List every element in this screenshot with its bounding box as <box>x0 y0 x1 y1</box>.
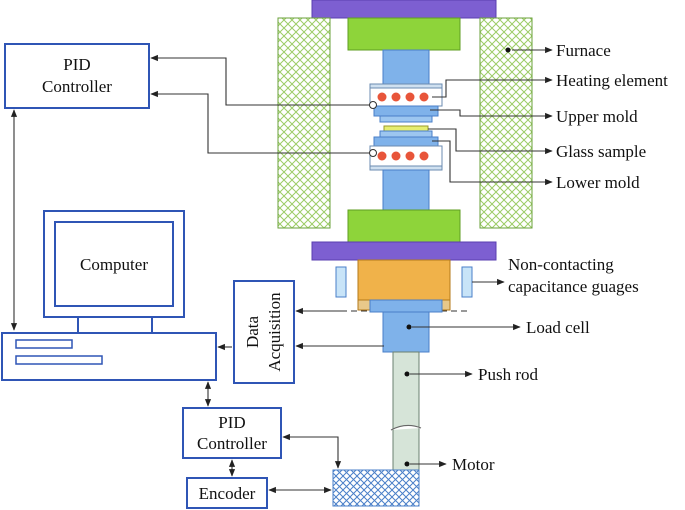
data-acq-line2: Acquisition <box>265 292 284 372</box>
label-glass-sample: Glass sample <box>556 142 646 161</box>
data-acq-line1: Data <box>243 316 262 349</box>
upper-heater-plate <box>369 83 443 89</box>
upper-mold <box>373 105 439 117</box>
label-gauges-line2: capacitance guages <box>508 277 639 296</box>
lower-heater-dot <box>377 151 387 161</box>
label-load-cell: Load cell <box>526 318 590 337</box>
lower-heater-dot <box>405 151 415 161</box>
label-heating-element: Heating element <box>556 71 668 90</box>
label-push-rod: Push rod <box>478 365 538 384</box>
upper-heater-dot <box>419 92 429 102</box>
upper-heater-tap <box>369 101 377 109</box>
pid-controller-top <box>4 43 150 109</box>
drive-slot-1 <box>15 339 73 349</box>
furnace-left <box>277 17 331 229</box>
label-furnace: Furnace <box>556 41 611 60</box>
pid-top-line1: PID <box>63 55 90 74</box>
push-rod-break <box>390 424 422 431</box>
upper-heater-dot <box>377 92 387 102</box>
upper-mold-tip <box>379 115 433 123</box>
label-motor: Motor <box>452 455 495 474</box>
pid-controller-bottom <box>182 407 282 459</box>
furnace-right <box>479 17 533 229</box>
encoder <box>186 477 268 509</box>
motor-marker <box>404 461 410 467</box>
top-plate <box>311 0 497 19</box>
push-rod-marker <box>404 371 410 377</box>
lower-mold <box>373 136 439 147</box>
lower-shaft <box>382 169 430 211</box>
upper-green-block <box>347 17 461 51</box>
upper-heater-dot <box>405 92 415 102</box>
lower-mold-tip <box>379 130 433 138</box>
monitor-screen <box>54 221 174 307</box>
computer-label: Computer <box>80 255 148 274</box>
orange-block <box>357 259 451 301</box>
pid-bottom-line1: PID <box>218 413 245 432</box>
load-cell-upper <box>369 299 443 313</box>
data-acquisition <box>233 280 295 384</box>
furnace-marker <box>505 47 511 53</box>
glass-sample <box>383 125 429 132</box>
motor <box>332 469 420 507</box>
base-plate <box>311 241 497 261</box>
gauge-right <box>461 266 473 298</box>
encoder-label: Encoder <box>199 484 256 503</box>
lower-heater-dot <box>419 151 429 161</box>
drive-slot-2 <box>15 355 103 365</box>
push-rod <box>392 351 420 471</box>
upper-heater-dot <box>391 92 401 102</box>
pid-top-line2: Controller <box>42 77 112 96</box>
lower-heater-dot <box>391 151 401 161</box>
lower-green-block <box>347 209 461 243</box>
lower-heater-tap <box>369 149 377 157</box>
label-gauges-line1: Non-contacting <box>508 255 614 274</box>
pid-bottom-line2: Controller <box>197 434 267 453</box>
upper-shaft <box>382 49 430 85</box>
label-upper-mold: Upper mold <box>556 107 638 126</box>
monitor-stand <box>77 316 153 334</box>
gauge-left <box>335 266 347 298</box>
lower-heater-plate <box>369 165 443 171</box>
load-cell-marker <box>406 324 412 330</box>
label-lower-mold: Lower mold <box>556 173 640 192</box>
load-cell <box>382 311 430 353</box>
